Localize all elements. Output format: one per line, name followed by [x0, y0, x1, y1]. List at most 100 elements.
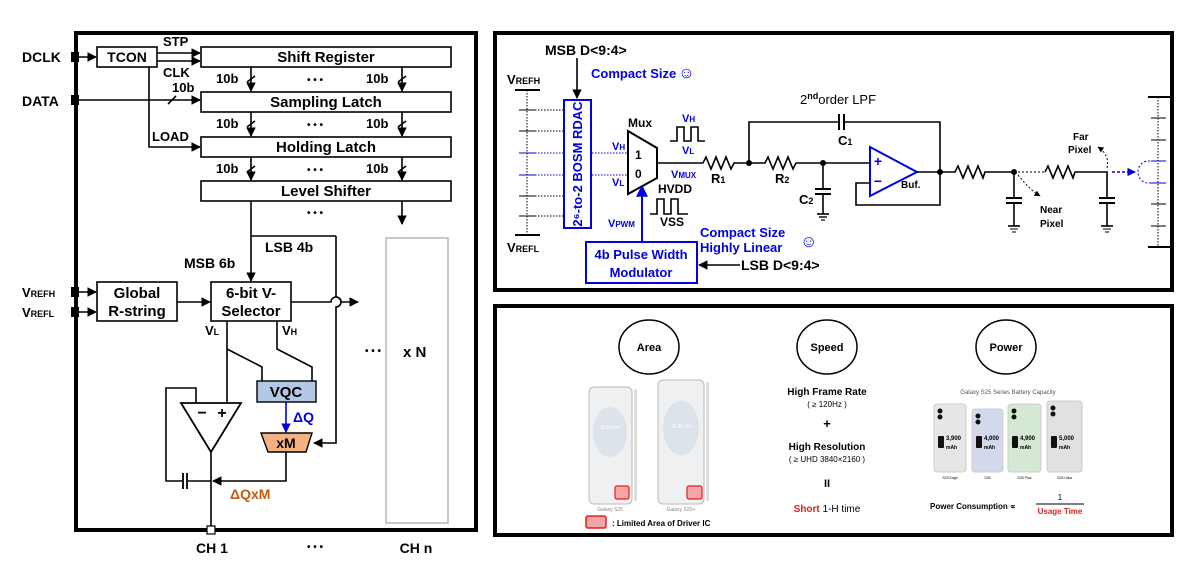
waveform-vh-label: VH: [682, 113, 695, 125]
pin-data-label: DATA: [22, 93, 59, 109]
bus-row-2: 10b 10b • • •: [216, 112, 407, 137]
battery-card-text: 3,900: [946, 436, 962, 442]
channel-dots: • • •: [365, 346, 382, 357]
battery-card-text: S25 Plus: [1017, 476, 1031, 480]
bus-width-label: 10b: [216, 161, 238, 176]
battery-card-text: mAh: [1059, 445, 1070, 451]
pin-data: [71, 95, 79, 105]
battery-card-shape: [1046, 400, 1083, 473]
driver-ic-area: [686, 485, 703, 500]
global-r-string-label: Global: [114, 285, 161, 302]
area-title: Area: [637, 342, 662, 354]
legend-text: : Limited Area of Driver IC: [612, 519, 711, 528]
battery-card-shape: [1050, 411, 1056, 417]
chn-label: CH n: [400, 540, 433, 556]
speed-conclusion: Short 1-H time: [794, 504, 861, 515]
battery-card-text: mAh: [946, 445, 957, 451]
r1-r2-network: [657, 154, 870, 172]
battery-card-shape: [937, 414, 943, 420]
speed-ellipse: [796, 319, 858, 375]
panel-rc-far: [1044, 163, 1108, 198]
pin-vrefl: [71, 307, 79, 317]
panel-rc-near: [940, 163, 1014, 181]
holding-latch-label: Holding Latch: [276, 139, 376, 156]
source-driver-block-diagram: DCLK DATA 10b VREFH VREFL TCON STP CLK L…: [22, 31, 478, 556]
requirements-frame: [493, 304, 1174, 537]
battery-card-shape: [937, 408, 943, 414]
opamp-minus: −: [197, 405, 206, 422]
battery-card-shape: [933, 403, 967, 473]
battery-card-text: S25 Edge: [942, 476, 957, 480]
data-bus-width: 10b: [172, 80, 194, 95]
buffer-opamp: [869, 145, 920, 198]
battery-card-text: 4,900: [1020, 436, 1036, 442]
v-selector-block: [210, 281, 292, 322]
shift-register-label: Shift Register: [277, 49, 375, 66]
vpwm-label: VPWM: [608, 218, 635, 230]
multiplier-block: [259, 432, 313, 453]
phone-screen-size: 16.91 cm: [671, 424, 692, 430]
battery-card-shape: [971, 408, 1004, 473]
power-formula-label: Power Consumption ∝: [930, 502, 1016, 511]
pin-vrefl-label: VREFL: [22, 305, 55, 320]
phone-name: Galaxy S25: [597, 507, 623, 513]
delta-q-times-m-label: ΔQxM: [230, 486, 270, 502]
speed-plus: +: [823, 416, 831, 431]
delta-q-label: ΔQ: [293, 409, 314, 425]
battery-card-shape: [1051, 436, 1057, 448]
speed-equals: II: [824, 478, 830, 490]
near-pixel-label: Pixel: [1040, 219, 1064, 230]
vrefh-label: VREFH: [507, 72, 540, 87]
r1-label: R1: [711, 171, 725, 186]
highly-linear-label: Highly Linear: [700, 240, 782, 255]
driver-ic-area: [614, 485, 630, 500]
dac-lpf-schematic: MSB D<9:4> Compact Size☺ VREFH VREFL 2⁶-…: [493, 31, 1174, 292]
lsb-input-label: LSB D<9:4>: [741, 257, 820, 273]
level-shifter-label: Level Shifter: [281, 183, 371, 200]
bus-dots: • • •: [307, 75, 324, 86]
speed-line: ( ≥ UHD 3840×2160 ): [789, 455, 866, 464]
ch1-pad: [206, 525, 216, 535]
pwm-label: 4b Pulse Width: [594, 247, 687, 262]
vqc-label: VQC: [270, 384, 303, 401]
multiplier-label: xM: [276, 435, 295, 451]
vh-label: VH: [282, 323, 297, 338]
power-ellipse: [975, 319, 1037, 375]
pulse-waveform-pwm: [650, 198, 688, 215]
battery-card-shape: [1011, 408, 1017, 414]
lsb-label: LSB 4b: [265, 239, 313, 255]
battery-card-text: 4,000: [984, 436, 1000, 442]
pin-dclk: [71, 52, 79, 62]
near-pixel-label: Near: [1040, 205, 1062, 216]
battery-card-shape: [1050, 405, 1056, 411]
rdac-block: [563, 99, 592, 229]
channel-dots: • • •: [307, 542, 324, 553]
pixel-load-icon: [1137, 160, 1158, 184]
bus-dots: • • •: [307, 120, 324, 131]
channel-array-box: [385, 237, 449, 524]
battery-card-shape: [938, 436, 944, 448]
speed-line: High Resolution: [789, 442, 866, 453]
pwm-block: [585, 241, 698, 284]
v-selector-label: Selector: [221, 303, 280, 320]
mux-vh-label: VH: [612, 141, 625, 153]
vss-label: VSS: [660, 215, 684, 229]
buffer-plus: +: [874, 153, 882, 169]
channel-dots: • • •: [307, 208, 324, 219]
buffer-minus: −: [874, 173, 882, 189]
compact-size-label-1: Compact Size☺: [591, 65, 695, 82]
sampling-latch-label: Sampling Latch: [270, 94, 382, 111]
power-formula-numerator: 1: [1058, 493, 1063, 502]
bus-width-label: 10b: [366, 71, 388, 86]
pulse-waveform-vmux: [670, 126, 705, 142]
far-pixel-label: Pixel: [1068, 145, 1092, 156]
power-formula-denominator: Usage Time: [1038, 507, 1083, 516]
legend-swatch: [585, 515, 607, 529]
opamp: [179, 402, 243, 454]
lpf-label: 2ndorder LPF: [800, 91, 876, 107]
phone-s25-plus: 16.91 cm Galaxy S25+: [657, 379, 709, 513]
speed-line: High Frame Rate: [787, 387, 867, 398]
mux-label: Mux: [628, 116, 652, 130]
battery-card-text: mAh: [984, 445, 995, 451]
vrefl-label: VREFL: [507, 240, 540, 255]
